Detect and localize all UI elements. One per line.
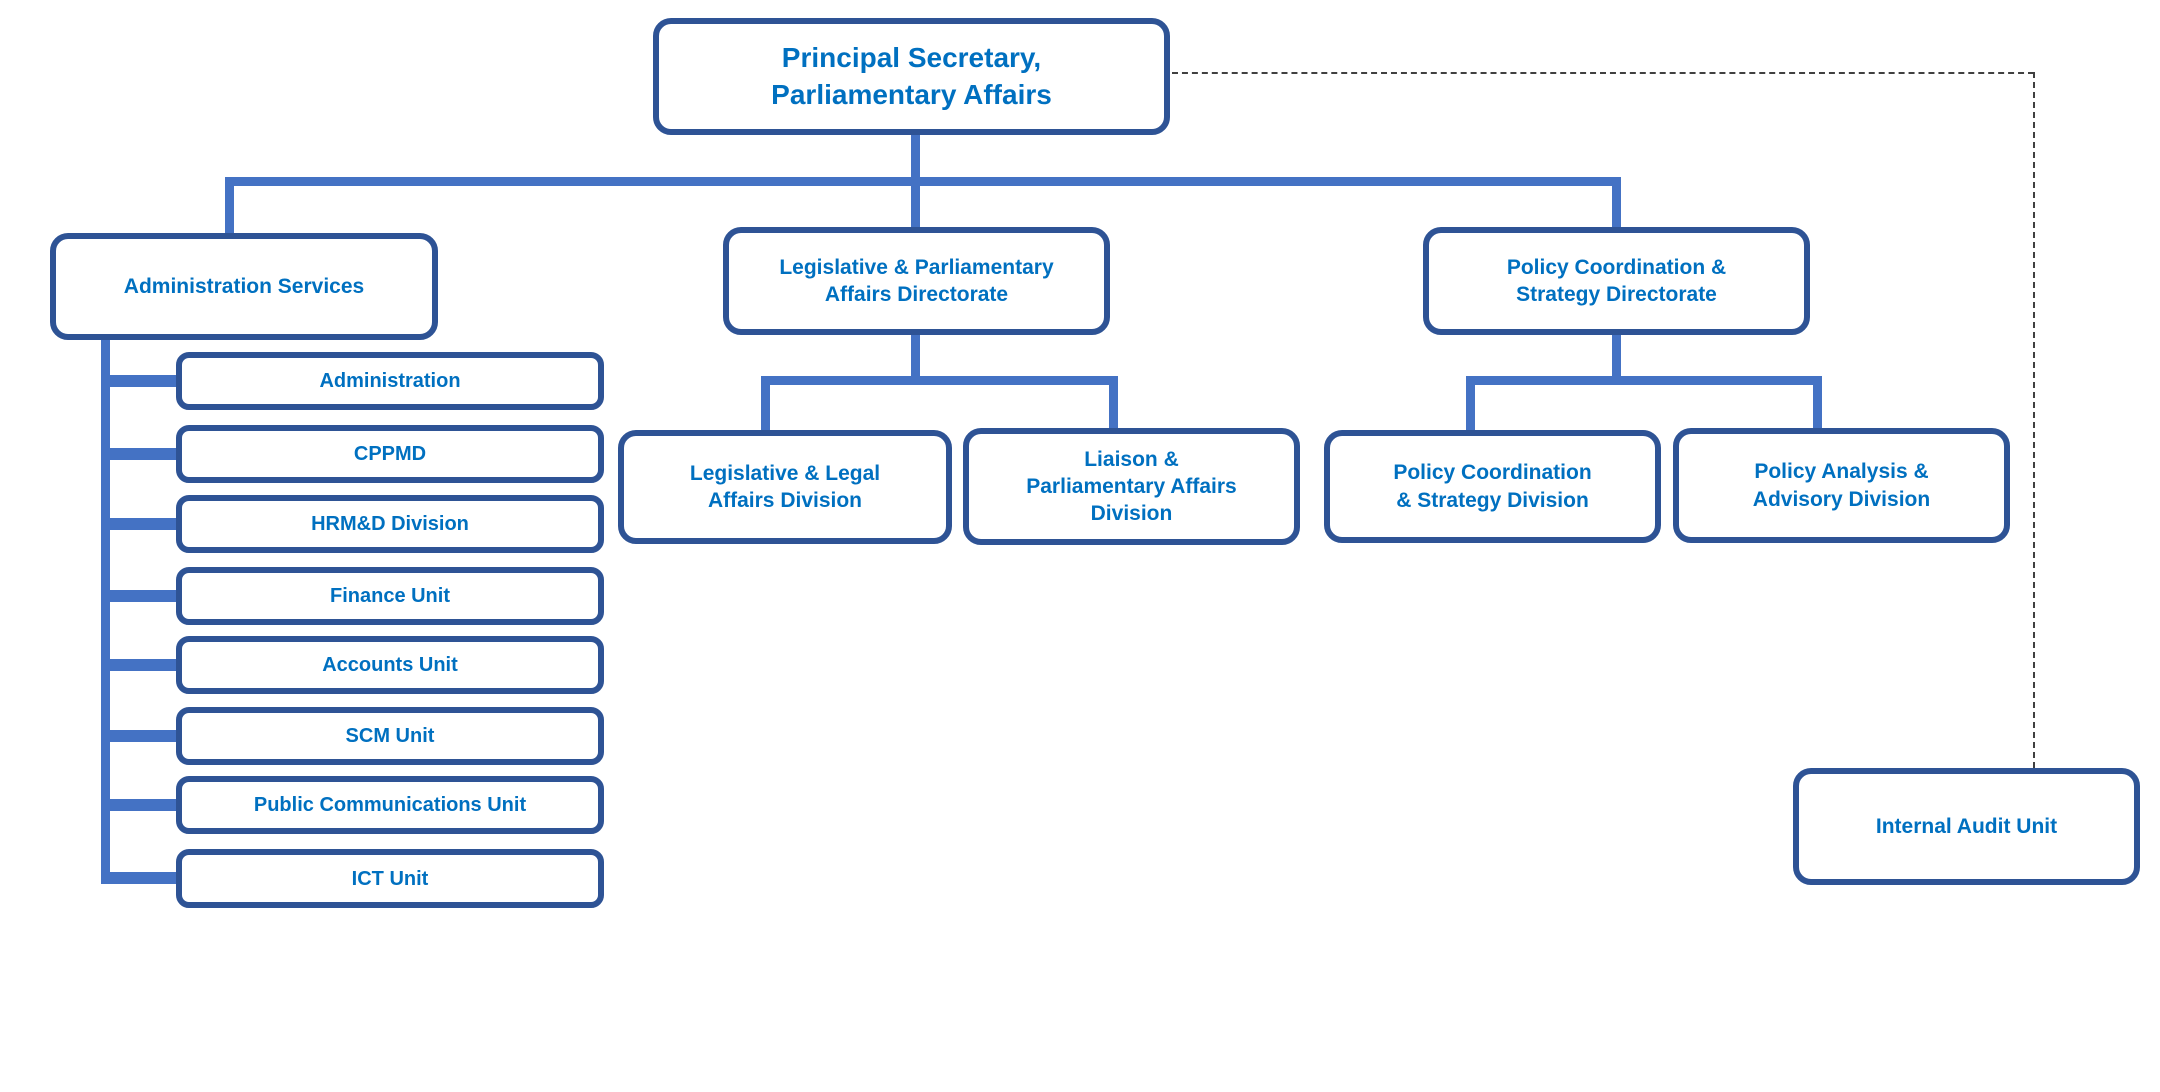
node-policy-coordination-division: Policy Coordination & Strategy Division	[1324, 430, 1661, 543]
connector-admin-stub	[101, 518, 180, 530]
connector-root-stem	[911, 133, 920, 180]
connector-admin-stub	[101, 730, 180, 742]
connector-admin-spine	[101, 336, 110, 884]
node-unit-scm: SCM Unit	[176, 707, 604, 765]
node-legislative-directorate: Legislative & Parliamentary Affairs Dire…	[723, 227, 1110, 335]
node-unit-accounts: Accounts Unit	[176, 636, 604, 694]
connector-admin-stub	[101, 590, 180, 602]
node-internal-audit-unit: Internal Audit Unit	[1793, 768, 2140, 885]
connector-admin-stub	[101, 659, 180, 671]
connector-policy-drop-left	[1466, 383, 1475, 433]
node-unit-cppmd: CPPMD	[176, 425, 604, 483]
connector-admin-stub	[101, 872, 180, 884]
node-unit-hrmd-division: HRM&D Division	[176, 495, 604, 553]
connector-admin-stub	[101, 448, 180, 460]
node-administration-services: Administration Services	[50, 233, 438, 340]
connector-policy-stem	[1612, 333, 1621, 378]
dotted-connector-horizontal	[1172, 72, 2034, 74]
connector-main-bar	[225, 177, 1621, 186]
connector-admin-stub	[101, 799, 180, 811]
connector-policy-bar	[1466, 376, 1822, 385]
node-legislative-legal-division: Legislative & Legal Affairs Division	[618, 430, 952, 544]
dotted-connector-vertical	[2033, 72, 2035, 768]
connector-drop-policy	[1612, 184, 1621, 229]
node-unit-administration: Administration	[176, 352, 604, 410]
node-principal-secretary: Principal Secretary, Parliamentary Affai…	[653, 18, 1170, 135]
node-policy-analysis-division: Policy Analysis & Advisory Division	[1673, 428, 2010, 543]
node-unit-public-communications: Public Communications Unit	[176, 776, 604, 834]
connector-policy-drop-right	[1813, 383, 1822, 431]
node-policy-directorate: Policy Coordination & Strategy Directora…	[1423, 227, 1810, 335]
connector-legislative-stem	[911, 333, 920, 378]
node-unit-finance: Finance Unit	[176, 567, 604, 625]
connector-legislative-drop-right	[1109, 383, 1118, 431]
node-liaison-parliamentary-division: Liaison & Parliamentary Affairs Division	[963, 428, 1300, 545]
node-unit-ict: ICT Unit	[176, 849, 604, 908]
connector-legislative-bar	[761, 376, 1118, 385]
connector-drop-admin	[225, 184, 234, 235]
connector-drop-legislative	[911, 184, 920, 229]
connector-legislative-drop-left	[761, 383, 770, 433]
connector-admin-stub	[101, 375, 180, 387]
